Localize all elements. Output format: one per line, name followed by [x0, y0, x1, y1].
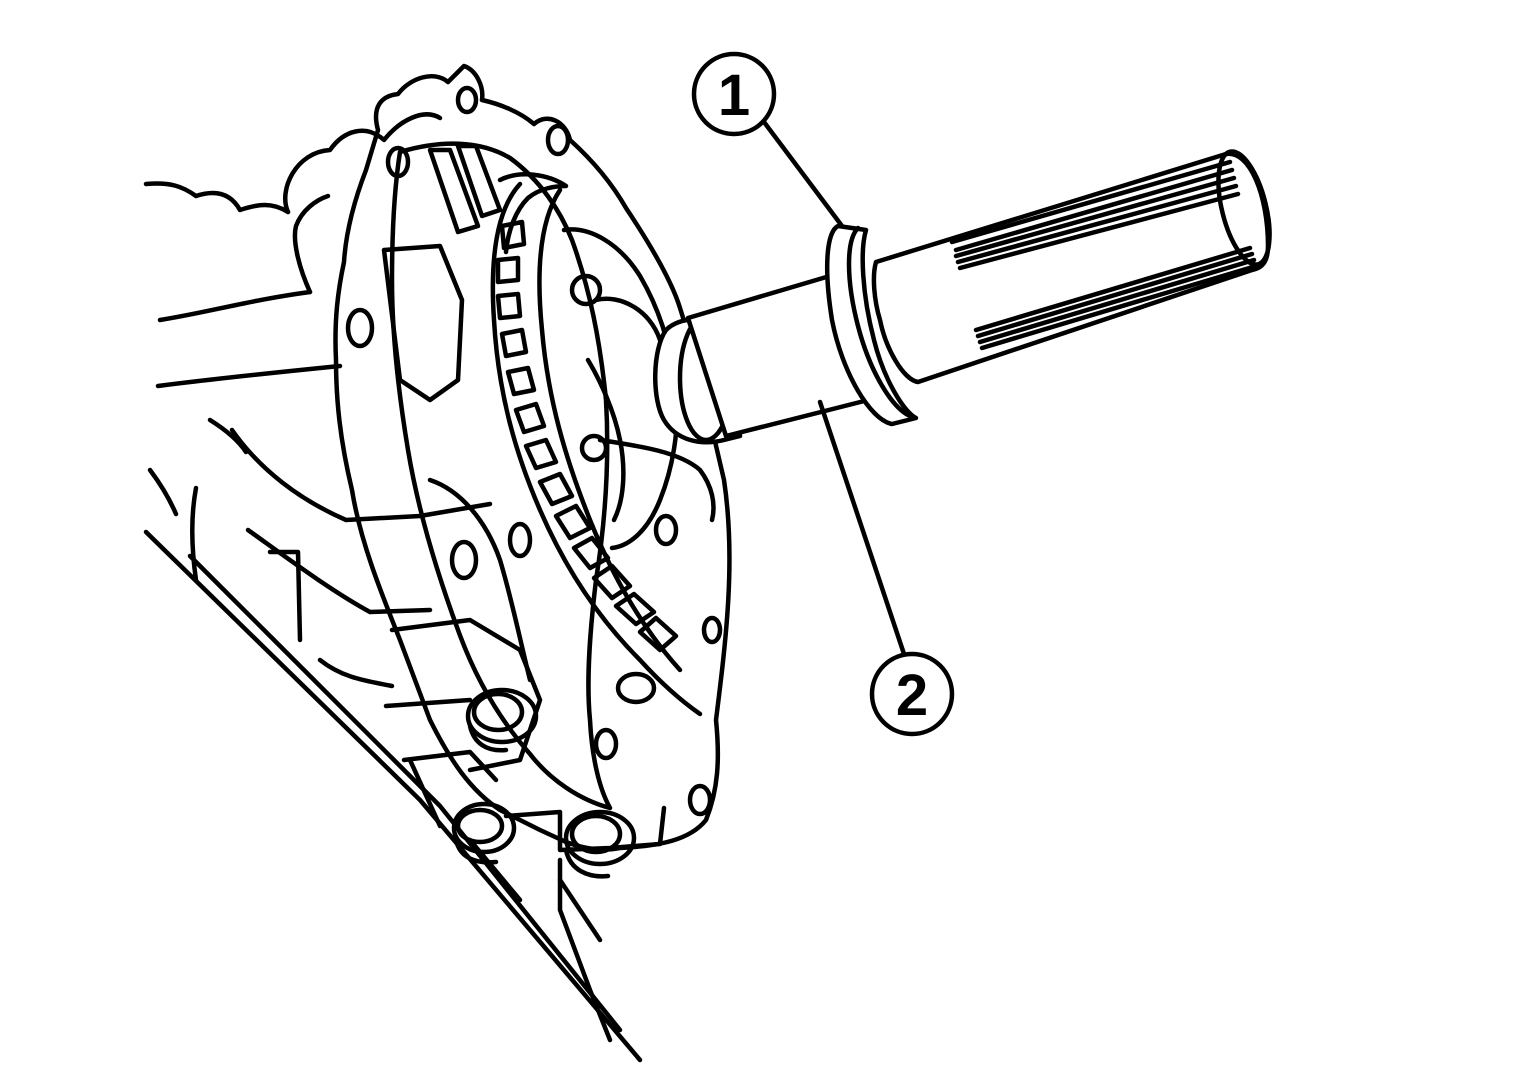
housing-rib-5 [383, 697, 499, 783]
bolt-3-shank [563, 847, 611, 879]
flange-bolt-hole-10 [701, 615, 723, 645]
flange-bolt-hole-1 [455, 85, 479, 115]
bore-bolt-2 [579, 433, 609, 463]
seal-installer-tool [653, 149, 1272, 445]
flange-rib-a [381, 243, 465, 403]
bolt-head-1 [465, 687, 539, 745]
flange-bolt-hole-7 [687, 783, 713, 817]
housing-left-contour [157, 289, 313, 323]
flange-bolt-hole-5 [507, 521, 533, 559]
bolt-head-1-inner [471, 691, 525, 733]
housing-rib-1 [229, 427, 493, 523]
callout-2: 2 [817, 399, 955, 737]
flange-bolt-hole-8 [545, 123, 571, 157]
housing-top-edge [143, 181, 291, 215]
ring-gear-teeth [495, 219, 679, 653]
tool-collar-rim [846, 225, 913, 419]
flange-bolt-hole-2 [385, 145, 411, 179]
bolt-head-2-inner [455, 807, 505, 845]
flange-bolt-hole-3 [345, 307, 375, 349]
callout-2-leader [817, 399, 907, 657]
bolt-head-3-inner [569, 813, 623, 855]
ring-gear [490, 172, 703, 717]
bolt-head-2 [451, 801, 517, 855]
bolt-head-4 [615, 671, 657, 705]
bolt-2-shank [453, 837, 499, 865]
gear-arc-top [497, 172, 569, 255]
callout-1: 1 [691, 51, 845, 229]
callout-1-label: 1 [718, 63, 750, 128]
ring-gear-inner-arc [537, 187, 683, 673]
housing-mid-contour [155, 363, 343, 389]
flange-bolt-hole-4 [449, 539, 479, 581]
bolt-1-shank [467, 723, 509, 753]
callout-1-leader [761, 119, 845, 229]
bracket [503, 805, 667, 853]
callout-2-circle [869, 651, 955, 737]
grip-lines-upper [949, 159, 1241, 271]
flange-bolt-hole-9 [653, 513, 679, 547]
housing-rib-3 [267, 549, 395, 689]
housing-lower-outline-inner [187, 553, 623, 1033]
flange-bolt-hole-6 [593, 727, 619, 761]
housing-side-wall [292, 193, 331, 295]
handle-end [1216, 149, 1272, 267]
flange-rib-d [427, 477, 533, 683]
housing-shoulder [283, 112, 443, 215]
callout-1-circle [691, 51, 777, 137]
flange-rib-c [455, 143, 503, 219]
callout-2-label: 2 [896, 663, 928, 728]
bore-lip [585, 357, 626, 523]
ring-gear-outer-arc [490, 181, 703, 717]
flange-rib-b [427, 147, 481, 235]
flange-outline [333, 63, 732, 852]
bore-flat [597, 437, 716, 523]
housing-bolts [451, 671, 667, 1043]
flange-inner-ring [389, 141, 613, 811]
housing-left-fins [147, 417, 249, 583]
bore-bolt-1 [569, 273, 603, 307]
bolt-head-3 [563, 809, 637, 867]
mounting-flange [333, 63, 732, 852]
bolt-lower-rib [557, 857, 613, 1043]
housing-rib-2 [245, 527, 433, 615]
housing-lower-outline [143, 529, 643, 1063]
grip-lines-lower [973, 245, 1259, 351]
